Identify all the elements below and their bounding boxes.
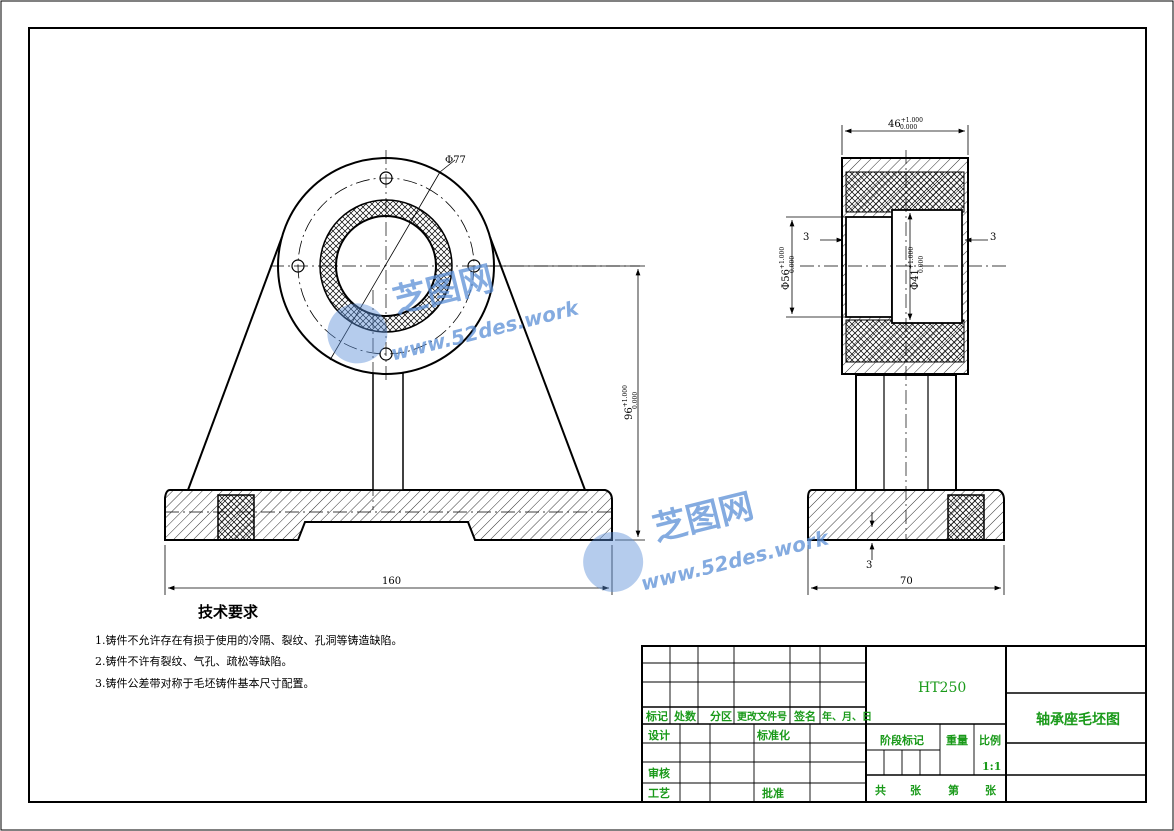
rib-left	[187, 236, 283, 491]
side-bore-small	[891, 209, 963, 324]
side-view	[800, 150, 1010, 541]
tech-req-title: 技术要求	[198, 603, 259, 621]
base-outline	[164, 489, 613, 541]
svg-text:0.000: 0.000	[918, 256, 925, 273]
tb-drawing-name: 轴承座毛坯图	[1036, 711, 1120, 728]
bolt-hole-left	[217, 494, 255, 541]
side-bore-large	[845, 216, 893, 318]
tb-rev-sign: 签名	[793, 709, 816, 723]
tb-rev-date: 年、月、日	[822, 710, 872, 723]
tb-stage-mark: 阶段标记	[880, 733, 924, 747]
tb-sheet-unit: 张	[985, 783, 997, 797]
tb-rev-mark: 标记	[645, 709, 668, 723]
watermark-2: 芝图网 www.52des.work	[583, 486, 832, 595]
tb-total-label: 共	[875, 783, 886, 797]
dim-allowance-right: 3	[990, 232, 996, 243]
dim-allowance-left: 3	[803, 232, 809, 243]
dim-center-height: 96+1.000	[622, 385, 635, 420]
tech-req-2: 2.铸件不许有裂纹、气孔、疏松等缺陷。	[95, 654, 293, 668]
tb-review: 审核	[648, 766, 670, 780]
svg-text:0.000: 0.000	[632, 392, 639, 409]
tb-rev-count: 处数	[673, 709, 697, 723]
drawing-frame	[28, 27, 1147, 803]
dim-outer-dia: Φ77	[445, 155, 466, 166]
svg-text:0.000: 0.000	[789, 256, 796, 273]
dim-bore-large: Φ56+1.000	[779, 247, 792, 290]
tb-standardize: 标准化	[756, 728, 790, 742]
dim-bore-small: Φ41+1.000	[908, 247, 921, 290]
dim-base-length: 160	[382, 576, 401, 587]
dim-allowance-bottom: 3	[866, 560, 872, 571]
web	[372, 372, 404, 491]
side-bolt-hatch	[947, 494, 985, 541]
tb-sheet-label: 第	[948, 783, 959, 797]
tb-rev-doc: 更改文件号	[737, 710, 787, 723]
tb-material: HT250	[918, 680, 966, 696]
tb-process: 工艺	[648, 786, 670, 800]
tb-rev-zone: 分区	[710, 709, 732, 723]
tech-req-1: 1.铸件不允许存在有损于使用的冷隔、裂纹、孔洞等铸造缺陷。	[95, 633, 403, 647]
tb-design: 设计	[648, 728, 670, 742]
svg-text:0.000: 0.000	[900, 124, 917, 131]
tb-total-unit: 张	[910, 783, 922, 797]
tb-scale-value: 1:1	[982, 760, 1001, 773]
title-block	[641, 645, 1147, 803]
dim-top-width: 46+1.000	[888, 117, 923, 130]
tb-scale-label: 比例	[979, 733, 1001, 747]
dim-side-width: 70	[900, 576, 913, 587]
front-view	[164, 150, 640, 541]
tb-approve: 批准	[762, 786, 784, 800]
rib-right	[489, 236, 586, 491]
watermark-brand: 芝图网	[649, 486, 758, 549]
tech-req-3: 3.铸件公差带对称于毛坯铸件基本尺寸配置。	[95, 676, 315, 690]
tb-weight: 重量	[946, 733, 968, 747]
